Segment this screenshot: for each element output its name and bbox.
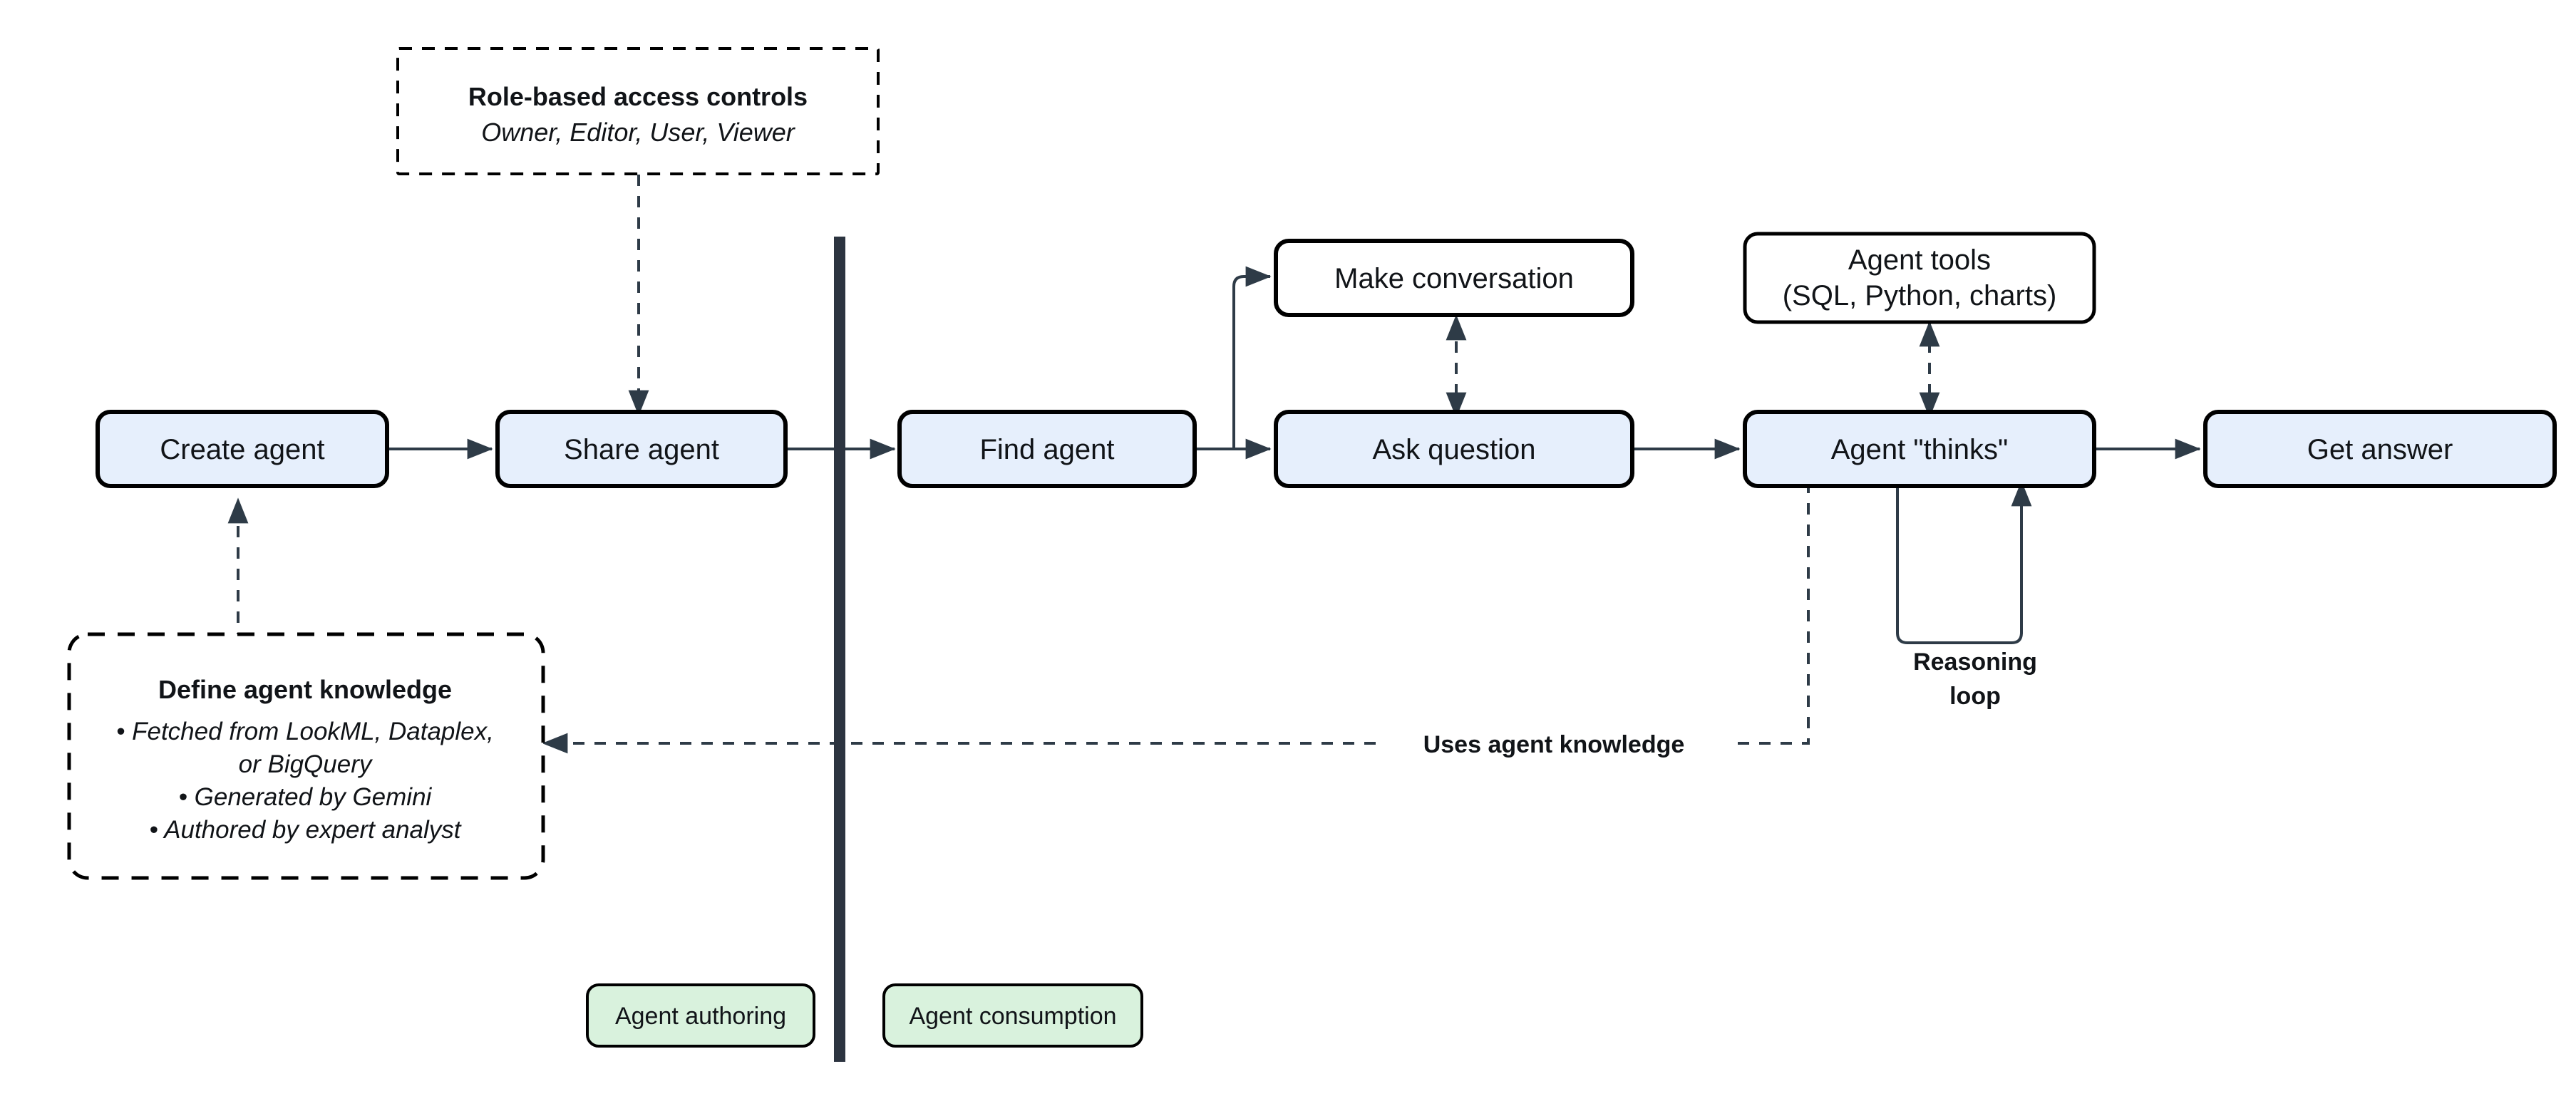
node-ask-question-label: Ask question [1372, 434, 1535, 465]
legend-agent-authoring[interactable] [586, 983, 815, 1048]
node-get-answer[interactable] [2203, 410, 2557, 488]
note-rbac-title: Role-based access controls [468, 82, 808, 111]
node-share-agent-label: Share agent [564, 434, 719, 465]
node-agent-tools[interactable] [1743, 232, 2096, 324]
note-knowledge-bullet-2: • Generated by Gemini [179, 783, 433, 811]
node-find-agent-label: Find agent [979, 434, 1114, 465]
node-ask-question[interactable] [1274, 410, 1634, 488]
note-knowledge-box [67, 632, 545, 880]
node-agent-thinks[interactable] [1743, 410, 2096, 488]
legend-agent-consumption-label: Agent consumption [909, 1003, 1116, 1030]
node-agent-thinks-label: Agent "thinks" [1831, 434, 2009, 465]
note-knowledge-bullet-1-cont: or BigQuery [239, 750, 373, 778]
node-find-agent[interactable] [897, 410, 1197, 488]
node-get-answer-label: Get answer [2307, 434, 2453, 465]
legend-agent-consumption[interactable] [882, 983, 1143, 1048]
legend-agent-authoring-label: Agent authoring [615, 1003, 786, 1030]
node-agent-tools-line2: (SQL, Python, charts) [1783, 280, 2057, 311]
node-agent-tools-line1: Agent tools [1848, 244, 1991, 276]
note-rbac-box [396, 47, 880, 175]
node-share-agent[interactable] [495, 410, 788, 488]
edge-find-to-make-conversation [1232, 266, 1272, 449]
edge-uses-knowledge-right [1729, 482, 1810, 745]
node-create-agent[interactable] [96, 410, 389, 488]
note-knowledge-bullet-1: • Fetched from LookML, Dataplex, [116, 718, 494, 745]
label-reasoning-loop-line2: loop [1949, 683, 2001, 710]
note-rbac-subtitle: Owner, Editor, User, Viewer [481, 118, 796, 147]
node-make-conversation-label: Make conversation [1334, 263, 1574, 294]
edge-reasoning-loop [1896, 480, 2032, 644]
note-knowledge-title: Define agent knowledge [158, 675, 452, 704]
node-create-agent-label: Create agent [160, 434, 324, 465]
node-make-conversation[interactable] [1274, 239, 1634, 317]
label-uses-knowledge-backing [1376, 725, 1732, 761]
label-uses-agent-knowledge: Uses agent knowledge [1423, 731, 1685, 758]
label-reasoning-loop-line1: Reasoning [1913, 648, 2037, 676]
note-knowledge-bullet-3: • Authored by expert analyst [149, 816, 461, 844]
authoring-consumption-divider [834, 237, 845, 1062]
